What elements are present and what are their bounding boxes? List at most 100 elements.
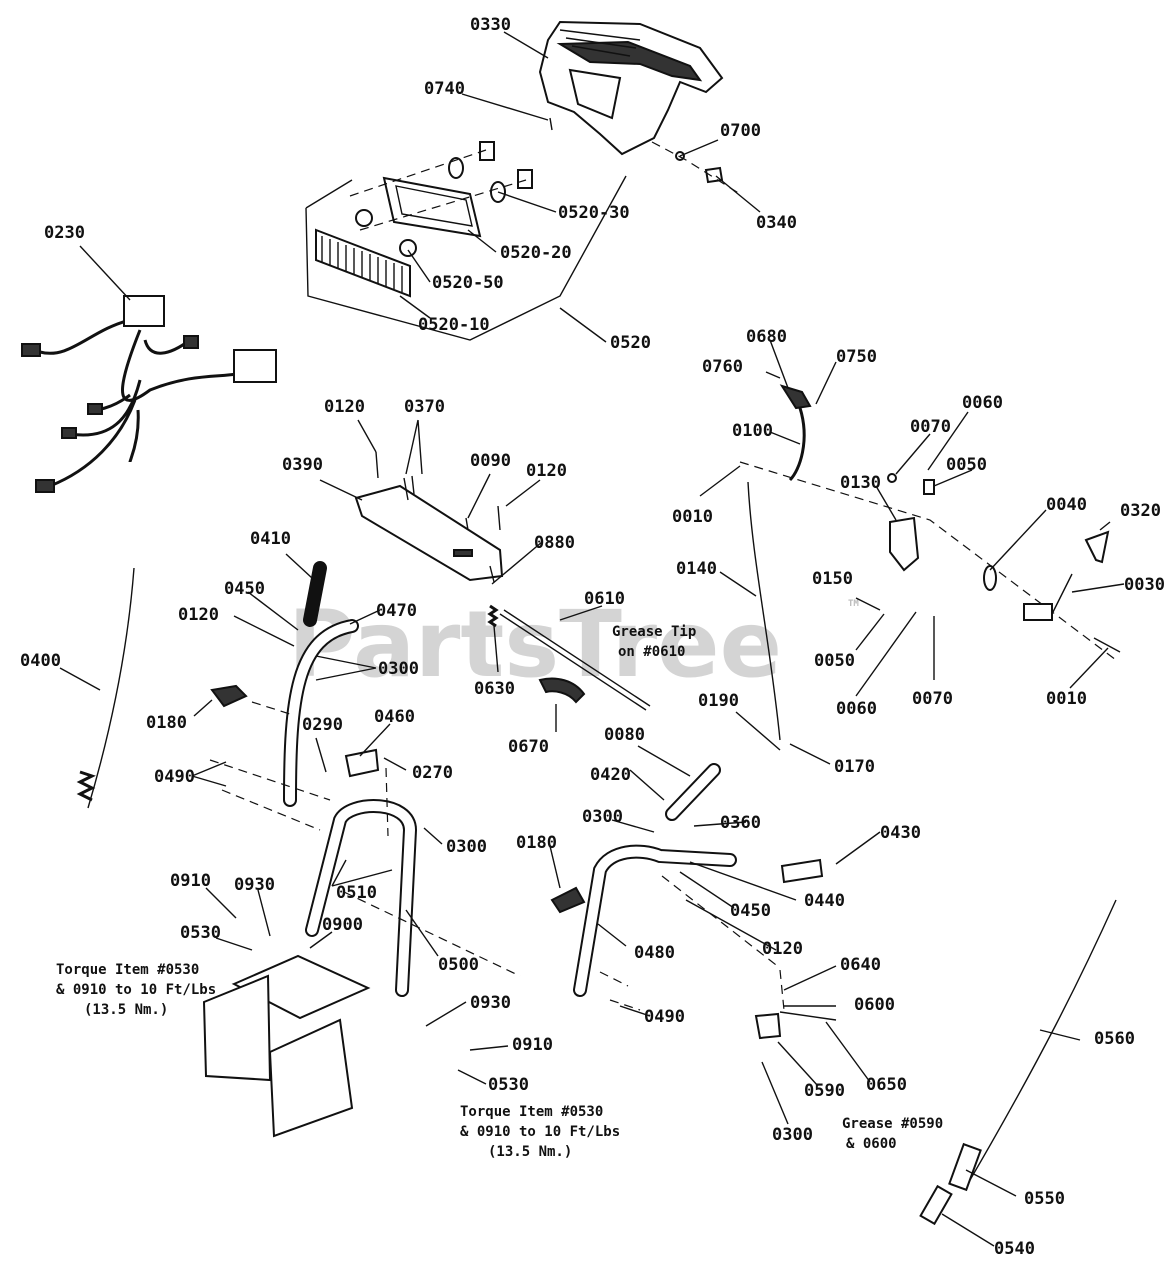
callout-0370: 0370 — [404, 397, 445, 417]
callout-0600: 0600 — [854, 995, 895, 1015]
callout-0320: 0320 — [1120, 501, 1161, 521]
clip-0670 — [538, 677, 586, 704]
plug-e — [87, 403, 103, 415]
socket-0520-30-a — [479, 141, 495, 161]
callout-0910-left: 0910 — [170, 871, 211, 891]
panel-screws — [375, 451, 501, 583]
note-grease-tip-line1: Grease Tip — [612, 624, 696, 640]
handle-0500-inner — [307, 801, 416, 995]
screw-0340 — [704, 166, 724, 184]
note-torque-right-line1: Torque Item #0530 — [460, 1104, 603, 1120]
callout-0760: 0760 — [702, 357, 743, 377]
lever-0680 — [779, 384, 812, 410]
callout-0930-right: 0930 — [470, 993, 511, 1013]
callout-0880: 0880 — [534, 533, 575, 553]
lever-0080-inner — [667, 765, 719, 819]
spring-0050 — [923, 479, 935, 495]
callout-0270: 0270 — [412, 763, 453, 783]
callout-0170: 0170 — [834, 757, 875, 777]
shaft-0610 — [499, 609, 651, 711]
note-torque-right-line3: (13.5 Nm.) — [488, 1144, 572, 1160]
plug-c — [35, 479, 55, 493]
callout-0080: 0080 — [604, 725, 645, 745]
bezel-inner — [395, 185, 473, 227]
ring-0520-30-a — [448, 157, 464, 179]
callout-0340: 0340 — [756, 213, 797, 233]
callout-0530-right: 0530 — [488, 1075, 529, 1095]
plug-a — [21, 343, 41, 357]
callout-0510: 0510 — [336, 883, 377, 903]
dash-sockets — [349, 149, 527, 231]
callout-0650: 0650 — [866, 1075, 907, 1095]
panel-0390 — [354, 484, 504, 582]
watermark: PartsTree — [288, 591, 782, 698]
handle-0480-inner — [575, 846, 735, 995]
headlight-housing-group — [305, 20, 741, 341]
callout-0420: 0420 — [590, 765, 631, 785]
dash-housing-screw — [651, 141, 741, 195]
callout-0520-30: 0520-30 — [558, 203, 630, 223]
bracket-0130 — [889, 516, 920, 572]
callout-0910-right: 0910 — [512, 1035, 553, 1055]
note-torque-left-line3: (13.5 Nm.) — [84, 1002, 168, 1018]
callout-0750: 0750 — [836, 347, 877, 367]
callout-0520-10: 0520-10 — [418, 315, 490, 335]
callout-0930-left: 0930 — [234, 875, 275, 895]
harness-wires — [39, 318, 251, 488]
callout-0630: 0630 — [474, 679, 515, 699]
panel-slot — [453, 549, 473, 557]
handle-0470-inner — [285, 621, 357, 805]
lens-stripes — [321, 236, 403, 292]
callout-0300-bottom: 0300 — [772, 1125, 813, 1145]
callout-0450-right: 0450 — [730, 901, 771, 921]
socket-0520-30-b — [517, 169, 533, 189]
dash-right — [599, 875, 785, 1011]
callout-0070-upper: 0070 — [910, 417, 951, 437]
spring-0630 — [487, 604, 499, 628]
clip-0180-right — [550, 886, 586, 914]
callout-0700: 0700 — [720, 121, 761, 141]
disc-0040 — [983, 565, 997, 591]
callout-0100: 0100 — [732, 421, 773, 441]
callout-0590: 0590 — [804, 1081, 845, 1101]
callout-0190: 0190 — [698, 691, 739, 711]
callout-0520: 0520 — [610, 333, 651, 353]
note-torque-left-line1: Torque Item #0530 — [56, 962, 199, 978]
note-grease-bottom-line2: & 0600 — [846, 1136, 897, 1152]
callout-0440: 0440 — [804, 891, 845, 911]
callout-0300-right: 0300 — [582, 807, 623, 827]
callout-0120-handle: 0120 — [178, 605, 219, 625]
callout-0180-right: 0180 — [516, 833, 557, 853]
bracket-0590 — [754, 1012, 782, 1040]
callout-0490-left: 0490 — [154, 767, 195, 787]
callout-0480: 0480 — [634, 943, 675, 963]
note-grease-bottom-line1: Grease #0590 — [842, 1116, 943, 1132]
callout-0090: 0090 — [470, 451, 511, 471]
callout-0120-panel: 0120 — [526, 461, 567, 481]
callout-0060-lower: 0060 — [836, 699, 877, 719]
clip-0180-left — [210, 684, 248, 708]
sleeve-0550 — [948, 1142, 982, 1192]
grip-0410 — [303, 561, 327, 627]
rod-0650 — [779, 1011, 837, 1021]
control-plate-left — [202, 974, 272, 1082]
bulb-0520-50-a — [355, 209, 373, 227]
callout-0150: 0150 — [812, 569, 853, 589]
bulb-0520-50-b — [399, 239, 417, 257]
callout-0640: 0640 — [840, 955, 881, 975]
callout-0430: 0430 — [880, 823, 921, 843]
assembly-notes: Grease Tip on #0610 Torque Item #0530 & … — [56, 624, 943, 1160]
housing-ribs — [556, 40, 703, 82]
callout-0050-lower: 0050 — [814, 651, 855, 671]
callout-0520-20: 0520-20 — [500, 243, 572, 263]
cable-0400 — [87, 567, 135, 809]
callout-0530-left: 0530 — [180, 923, 221, 943]
bezel-0520-20 — [382, 176, 482, 238]
lever-0030-hub — [1023, 603, 1053, 621]
control-plate-right — [268, 1018, 354, 1138]
right-handle-group — [550, 763, 1117, 1226]
wire-harness-0230 — [21, 295, 277, 493]
callout-labels: 0330 0740 0700 0340 0520-30 0520-20 0520… — [20, 15, 1165, 1259]
callout-0140: 0140 — [676, 559, 717, 579]
note-torque-left-line2: & 0910 to 10 Ft/Lbs — [56, 982, 216, 998]
